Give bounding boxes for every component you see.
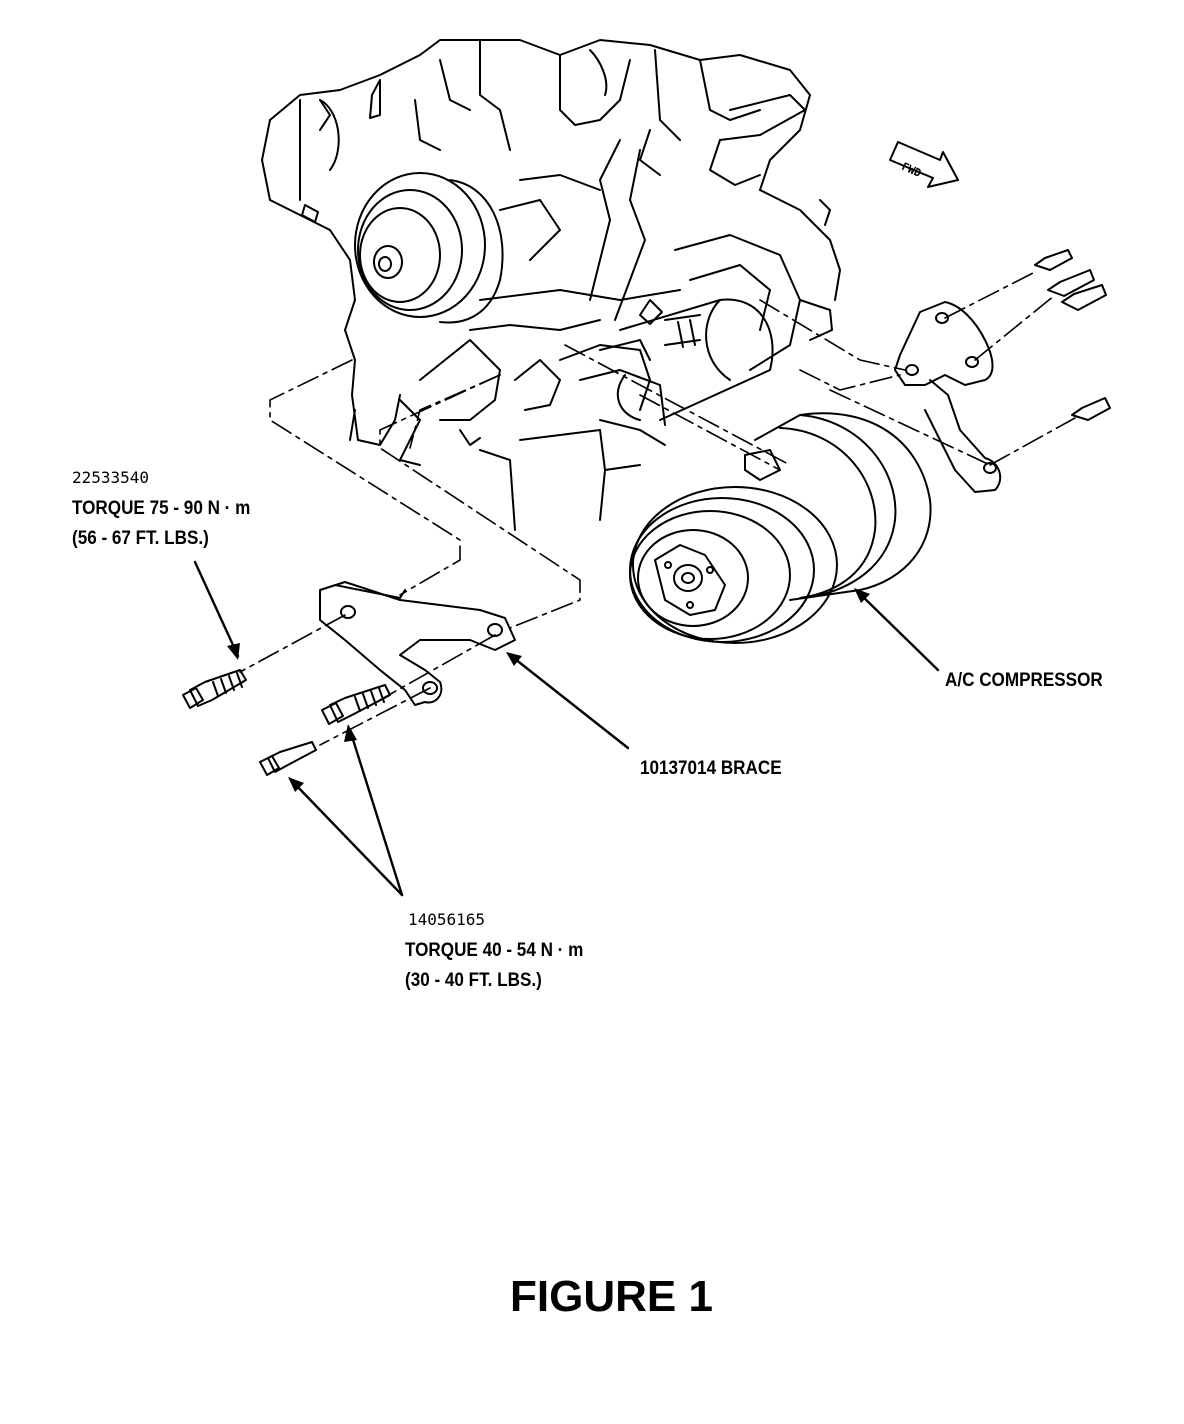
- upper-bolt-part-number: 22533540: [72, 468, 150, 487]
- bolt-mid: [321, 684, 391, 725]
- bolts-top-right: [1034, 249, 1111, 421]
- lower-bolts-part-number: 14056165: [408, 910, 486, 929]
- bolt-upper-left: [182, 669, 247, 709]
- starter-motor: [599, 298, 774, 421]
- brace-part: [319, 581, 516, 706]
- engine-block: [261, 39, 841, 531]
- arrow-heads: [227, 588, 870, 792]
- lower-bolts-torque-imperial: (30 - 40 FT. LBS.): [405, 970, 542, 991]
- routing-lines: [239, 271, 1076, 746]
- upper-bolt-torque-metric: TORQUE 75 - 90 N · m: [72, 498, 251, 519]
- bolt-lower: [259, 741, 317, 776]
- leader-arrows: [193, 560, 940, 897]
- fwd-arrow: [889, 141, 959, 188]
- ac-compressor-label: A/C COMPRESSOR: [945, 670, 1103, 691]
- brace-label: 10137014 BRACE: [640, 758, 782, 779]
- compressor-bracket: [894, 301, 1002, 493]
- water-pump-pulley: [354, 172, 504, 324]
- upper-bolt-torque-imperial: (56 - 67 FT. LBS.): [72, 528, 209, 549]
- lower-bolts-torque-metric: TORQUE 40 - 54 N · m: [405, 940, 584, 961]
- ac-compressor: [629, 412, 932, 644]
- figure-title: FIGURE 1: [510, 1272, 713, 1321]
